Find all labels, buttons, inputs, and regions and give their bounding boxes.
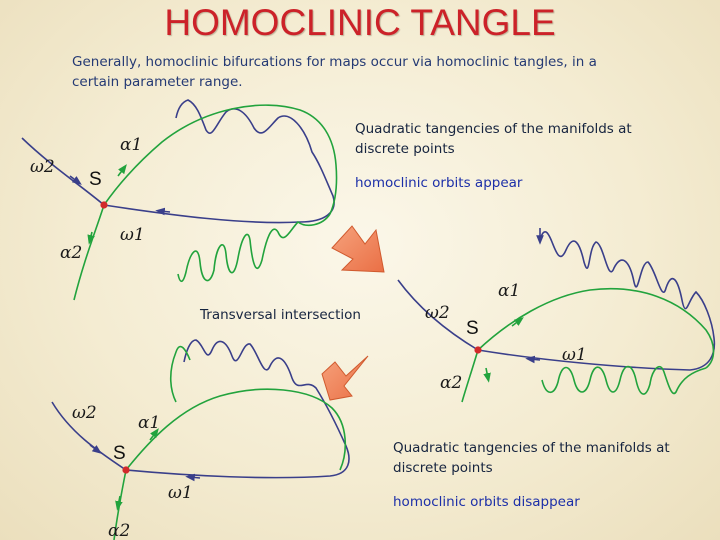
unstable-manifold-wiggles [177,213,331,283]
note-transversal: Transversal intersection [200,307,361,323]
stable-manifold-incoming-3 [51,401,127,471]
note-quadratic-bottom: Quadratic tangencies of the manifolds at… [393,440,670,476]
stable-arrow-4 [525,355,541,364]
unstable-manifold-wiggles-2 [541,365,707,395]
unstable-manifold-outgoing [103,104,338,215]
label-omega2-2: ω2 [425,303,450,323]
label-alpha2: α2 [60,243,82,263]
transition-arrow-left [321,355,369,401]
unstable-arrow-4 [483,367,491,383]
unstable-manifold-tail-2 [461,349,479,403]
label-alpha1-2: α1 [498,281,520,301]
label-alpha2-2: α2 [440,373,462,393]
label-omega2-3: ω2 [72,403,97,423]
label-alpha1-3: α1 [138,413,160,433]
transition-arrow-right [331,225,385,273]
fixed-point-3 [122,466,130,474]
diagram-tangency-top: ω2 α1 S ω1 α2 [21,99,338,301]
label-s: S [89,169,102,190]
unstable-arrow-6 [115,495,123,511]
stable-manifold-incoming-2 [397,279,479,351]
stable-arrow-2 [155,207,171,216]
stable-arrow-6 [185,473,201,482]
label-alpha1: α1 [120,135,142,155]
label-s-2: S [466,318,479,339]
intro-text: Generally, homoclinic bifurcations for m… [72,54,597,90]
unstable-manifold-wiggles-3 [169,345,191,403]
note-quadratic-top: Quadratic tangencies of the manifolds at… [355,121,632,157]
label-omega1: ω1 [120,225,145,245]
label-omega1-2: ω1 [562,345,587,365]
fixed-point-2 [474,346,482,354]
label-omega2: ω2 [30,157,55,177]
unstable-arrow-3 [511,317,524,327]
label-omega1-3: ω1 [168,483,193,503]
fixed-point [100,201,108,209]
stable-manifold-loop [103,99,335,224]
diagram-tangency-bottom: ω2 α1 S ω1 α2 [51,339,350,540]
unstable-arrow-1 [117,164,127,177]
label-alpha2-3: α2 [108,521,130,540]
unstable-manifold-outgoing-3 [125,388,347,471]
note-orbits-appear: homoclinic orbits appear [355,175,523,191]
stable-manifold-incoming [21,137,105,206]
note-orbits-disappear: homoclinic orbits disappear [393,494,580,510]
label-s-3: S [113,443,126,464]
slide-title: HOMOCLINIC TANGLE [164,2,556,43]
diagram-transversal: ω2 α1 S ω1 α2 [397,228,716,403]
unstable-manifold-tail [73,204,105,301]
stable-manifold-body-3 [125,339,350,479]
unstable-arrow-2 [87,231,95,245]
unstable-manifold-outgoing-2 [477,287,715,369]
unstable-arrow-5 [149,428,159,441]
stable-arrow-1 [69,175,82,185]
stable-arrow-5 [89,444,102,454]
